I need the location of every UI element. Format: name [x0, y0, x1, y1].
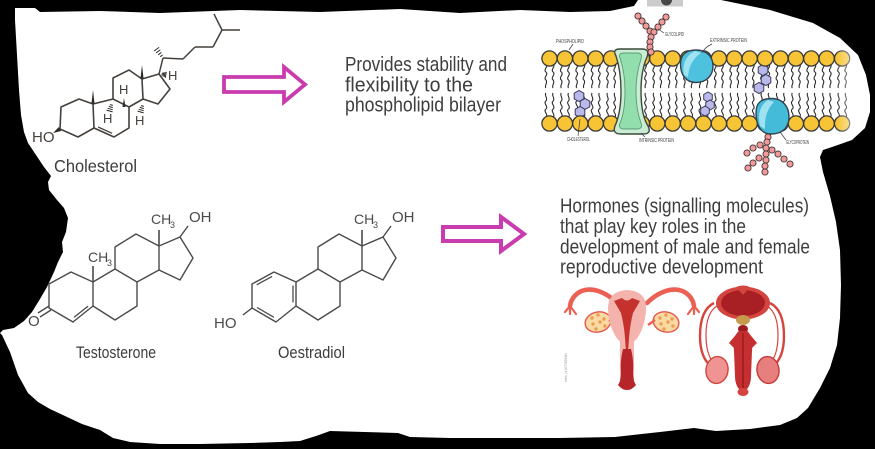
- svg-text:web | 42679О93N: web | 42679О93N: [564, 353, 568, 382]
- svg-text:Hormones (signalling molecules: Hormones (signalling molecules): [560, 195, 809, 218]
- svg-text:flexibility to the: flexibility to the: [345, 73, 473, 96]
- svg-text:PHOSPHOLIPID: PHOSPHOLIPID: [556, 39, 584, 45]
- svg-text:GLYCOLIPID: GLYCOLIPID: [665, 32, 684, 38]
- svg-text:CHOLESTEROL: CHOLESTEROL: [567, 137, 590, 143]
- svg-text:O: O: [28, 313, 40, 330]
- svg-text:reproductive development: reproductive development: [560, 256, 763, 279]
- svg-text:3: 3: [107, 258, 112, 268]
- svg-text:HO: HO: [214, 315, 237, 332]
- svg-text:H: H: [119, 82, 128, 97]
- svg-text:CH: CH: [151, 211, 171, 227]
- svg-text:Testosterone: Testosterone: [76, 343, 156, 362]
- svg-text:H: H: [135, 113, 144, 128]
- svg-text:H: H: [168, 68, 177, 83]
- svg-text:3: 3: [170, 220, 175, 230]
- svg-text:CH: CH: [88, 249, 108, 265]
- svg-text:Provides stability and: Provides stability and: [345, 53, 507, 76]
- svg-text:H: H: [103, 111, 112, 126]
- svg-text:OH: OH: [189, 209, 212, 226]
- svg-text:INTRINSIC PROTEIN: INTRINSIC PROTEIN: [639, 138, 674, 144]
- svg-text:that play key roles in the: that play key roles in the: [560, 215, 746, 238]
- svg-text:Oestradiol: Oestradiol: [278, 343, 345, 362]
- svg-text:OH: OH: [392, 209, 415, 226]
- svg-text:phospholipid bilayer: phospholipid bilayer: [345, 94, 501, 117]
- svg-text:Cholesterol: Cholesterol: [54, 156, 137, 176]
- svg-text:EXTRINSIC PROTEIN: EXTRINSIC PROTEIN: [710, 38, 747, 44]
- svg-text:3: 3: [373, 220, 378, 230]
- svg-text:GLYCOPROTEIN: GLYCOPROTEIN: [786, 140, 809, 146]
- svg-text:CH: CH: [354, 211, 374, 227]
- svg-text:HO: HO: [32, 129, 55, 146]
- svg-text:development of male and female: development of male and female: [560, 235, 810, 258]
